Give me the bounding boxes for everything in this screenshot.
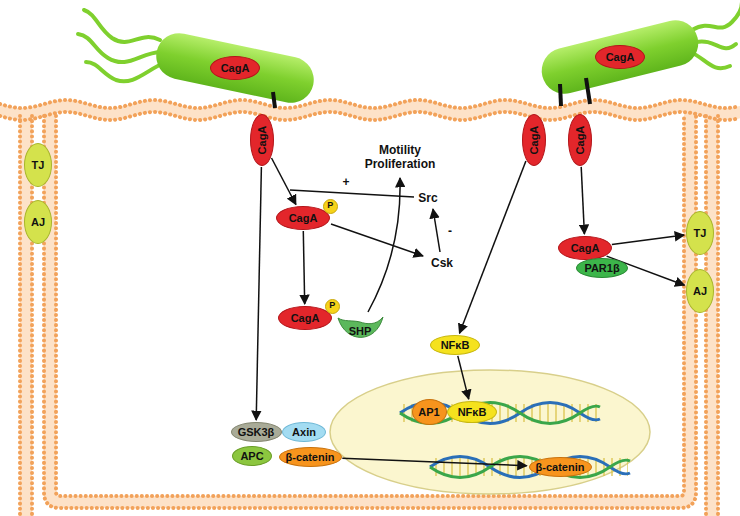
junction-oval: AJ: [686, 269, 714, 313]
lipid-bilayer: [56, 116, 684, 496]
protein-oval: CagA: [522, 114, 546, 166]
curved-arrow: [368, 178, 400, 312]
node-text: AJ: [31, 216, 45, 228]
lipid-bilayer: [0, 112, 740, 120]
protein-oval: AP1: [412, 399, 447, 425]
text-label: +: [342, 175, 349, 189]
node-text: NFκB: [458, 406, 487, 418]
node-text: CagA: [291, 312, 320, 324]
node-text: Axin: [292, 426, 316, 438]
text-label: Src: [418, 191, 437, 205]
node-text: TJ: [694, 227, 707, 239]
protein-oval: β-catenin: [529, 457, 592, 477]
bacterium: [78, 10, 318, 108]
lipid-bilayer: [50, 116, 690, 502]
protein-oval: CagA: [568, 114, 592, 166]
protein-oval: PAR1β: [576, 258, 628, 278]
signal-arrows: [290, 178, 440, 312]
protein-oval: CagA: [595, 45, 645, 69]
protein-oval: GSK3β: [231, 422, 282, 442]
node-text: CagA: [256, 126, 268, 155]
node-text: β-catenin: [536, 461, 585, 473]
arrow-connector: [460, 161, 526, 333]
lipid-bilayer: [44, 116, 696, 508]
node-text: AJ: [693, 285, 707, 297]
lipid-bilayer: [716, 116, 720, 516]
cell-membrane: [0, 100, 740, 516]
arrow: [331, 224, 423, 256]
junction-oval: AJ: [24, 200, 52, 244]
node-text: CagA: [606, 51, 635, 63]
lipid-bilayer: [706, 116, 718, 516]
text-label: -: [448, 224, 452, 238]
protein-oval: NFκB: [430, 335, 480, 355]
arrow-connector: [256, 167, 261, 420]
node-text: TJ: [32, 159, 45, 171]
nucleus: [330, 370, 650, 494]
protein-oval: CagA: [558, 236, 612, 260]
arrow-connector: [581, 167, 584, 234]
node-text: CagA: [528, 126, 540, 155]
junction-oval: TJ: [686, 211, 714, 255]
node-text: NFκB: [441, 339, 470, 351]
node-text: CagA: [574, 126, 586, 155]
text-label: Csk: [431, 256, 453, 270]
node-text: AP1: [418, 406, 439, 418]
arrow: [433, 209, 440, 252]
protein-oval: NFκB: [447, 401, 497, 423]
node-text: CagA: [221, 62, 250, 74]
arrow-connector: [342, 458, 526, 465]
bacterium: [537, 2, 740, 106]
protein-oval: CagAP: [278, 306, 332, 330]
junction-oval: TJ: [24, 143, 52, 187]
arrow-connector: [458, 356, 469, 399]
protein-oval: CagA: [210, 56, 260, 80]
activation-line: [290, 190, 414, 197]
node-text: CagA: [571, 242, 600, 254]
arrow-connector: [303, 231, 304, 304]
node-text: SHP: [349, 325, 372, 337]
lipid-bilayer: [704, 116, 708, 516]
node-text: APC: [240, 450, 263, 462]
node-text: GSK3β: [238, 426, 275, 438]
protein-oval: Axin: [282, 422, 326, 442]
protein-oval: CagA: [250, 114, 274, 166]
arrow-connector: [612, 235, 684, 244]
node-text: PAR1β: [584, 262, 619, 274]
protein-oval: CagAP: [276, 206, 330, 230]
node-text: CagA: [289, 212, 318, 224]
protein-oval: APC: [232, 446, 272, 466]
lipid-bilayer: [0, 100, 740, 108]
arrow-connector: [272, 158, 296, 205]
text-label: Motility Proliferation: [358, 143, 442, 172]
protein-crescent: SHP: [336, 314, 384, 342]
dna-helix: [430, 457, 630, 478]
node-text: P: [327, 201, 333, 211]
lipid-bilayer: [18, 116, 22, 516]
protein-oval: β-catenin: [279, 447, 342, 467]
phosphate-dot: P: [323, 199, 338, 214]
phosphate-dot: P: [325, 299, 340, 314]
node-text: β-catenin: [286, 451, 335, 463]
node-text: P: [329, 301, 335, 311]
